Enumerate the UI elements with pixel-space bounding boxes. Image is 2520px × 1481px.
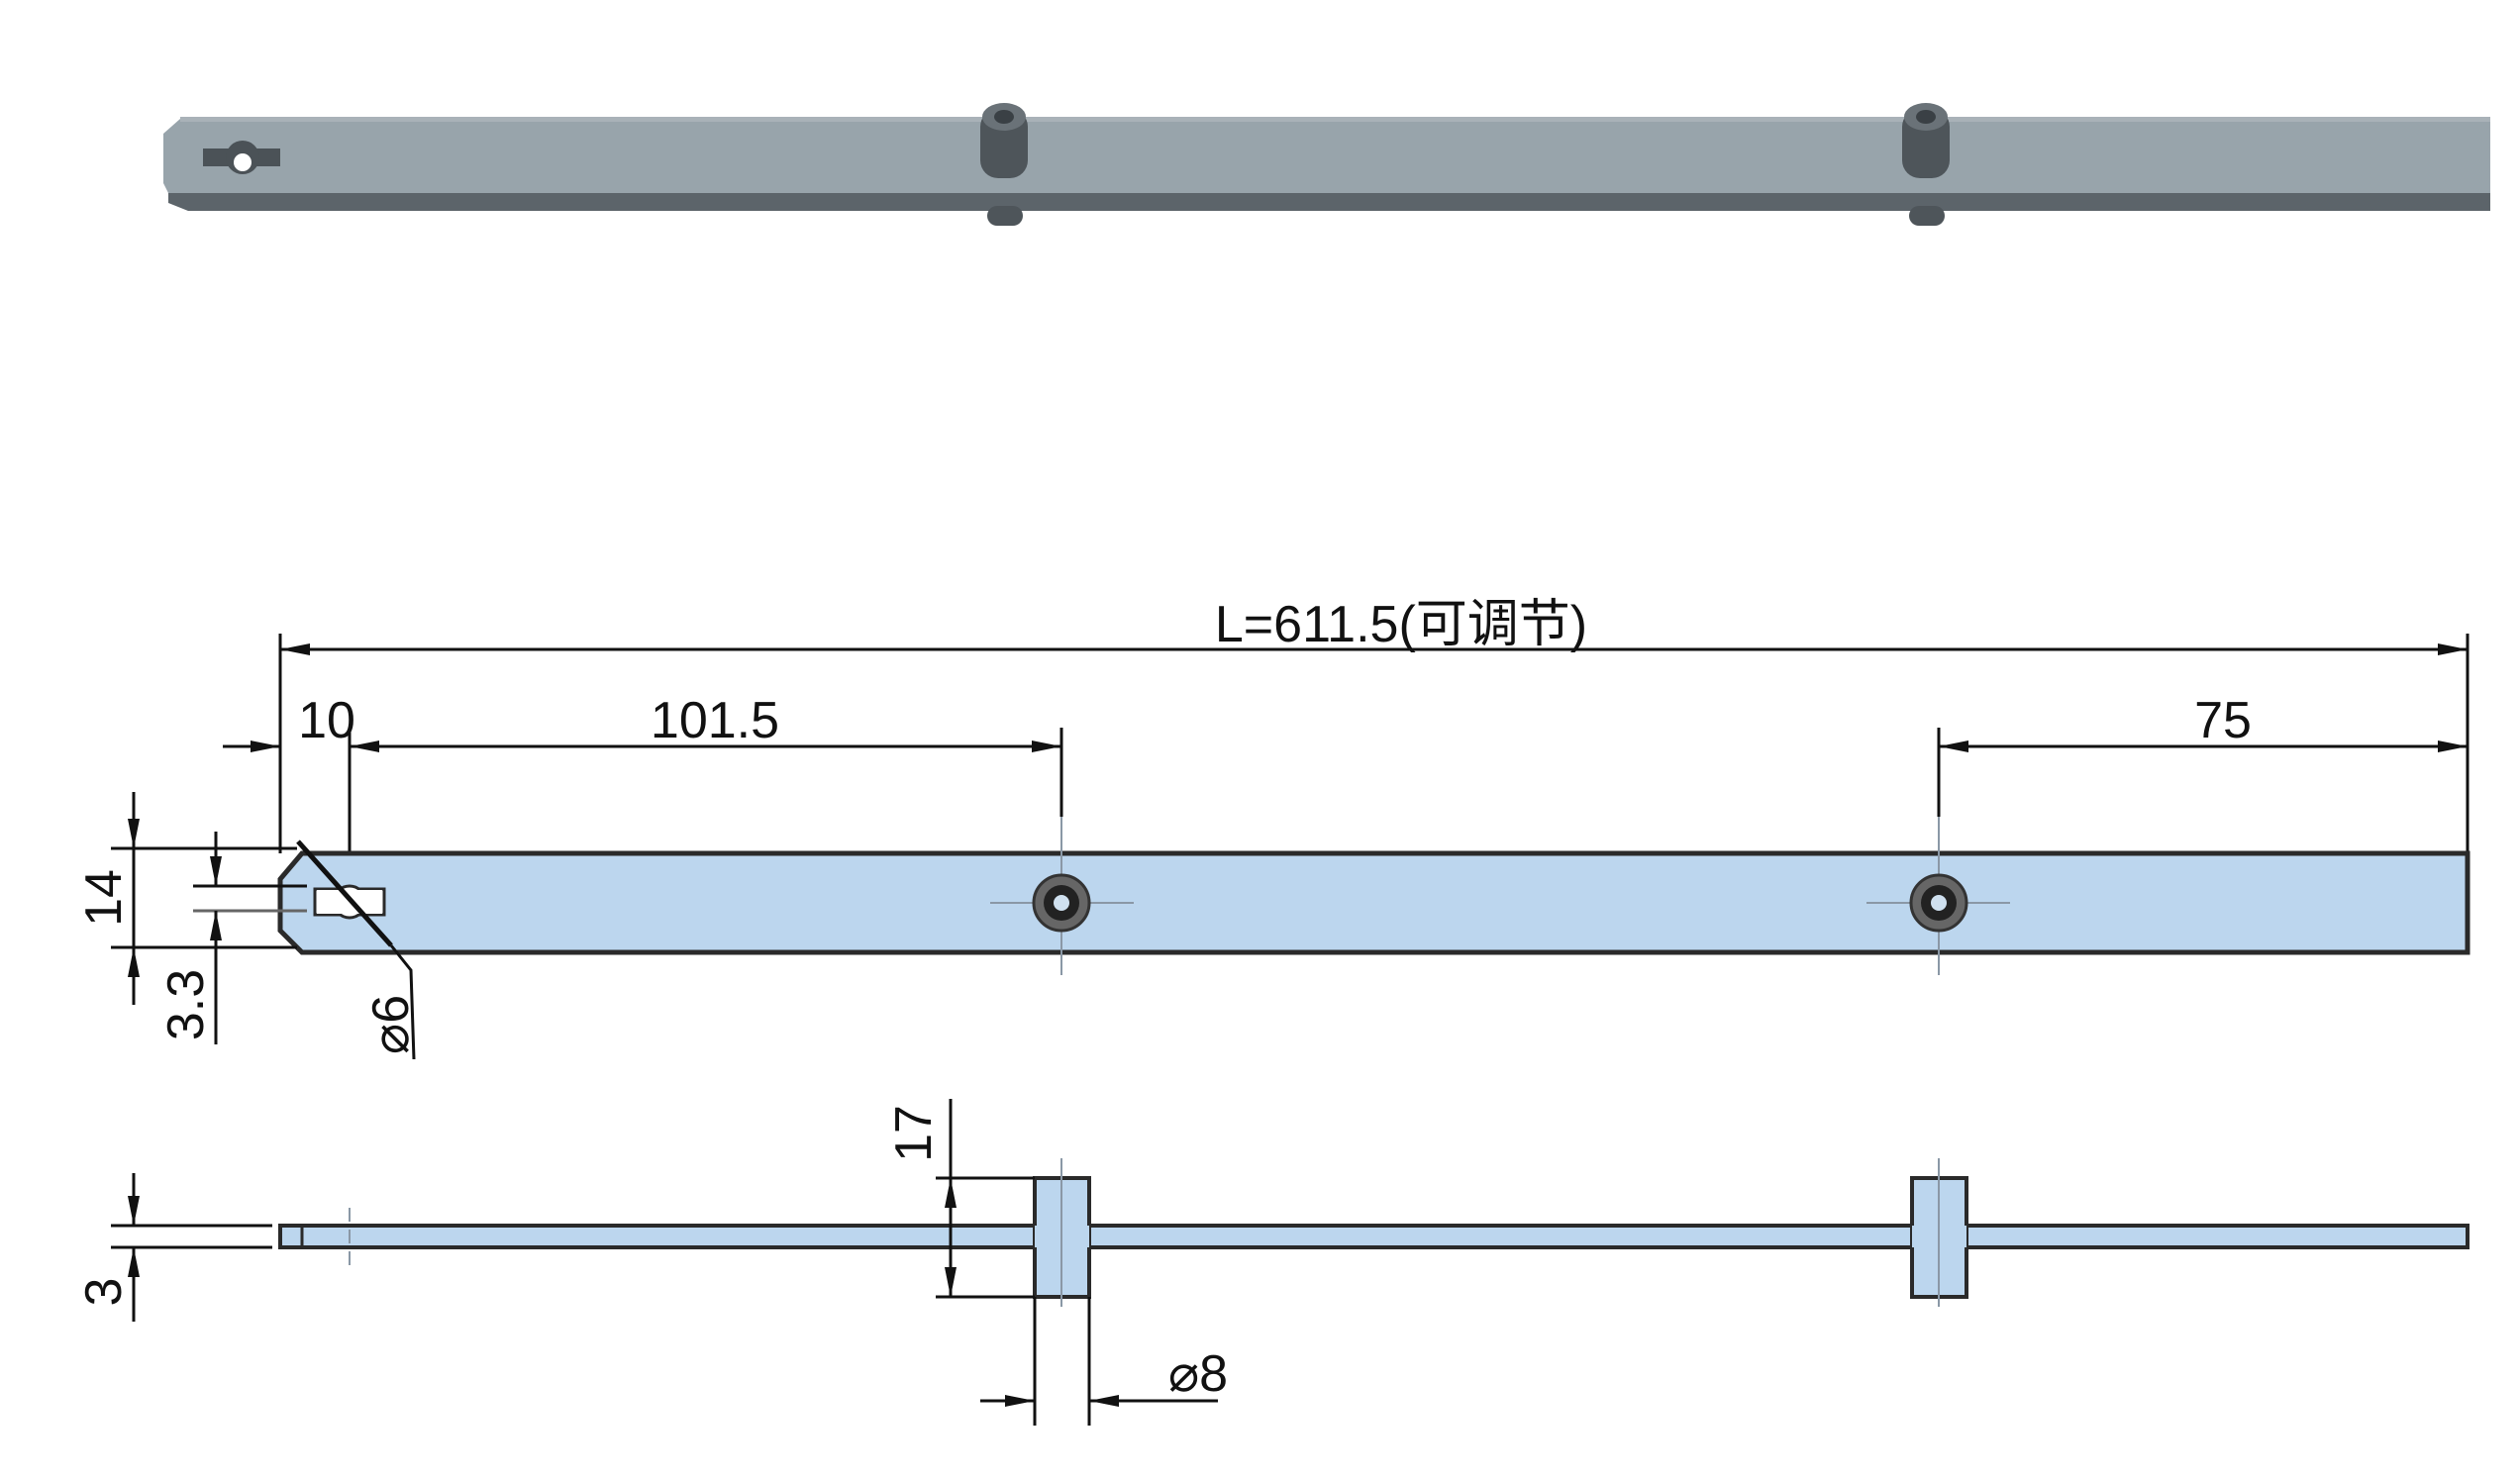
offset-dimensions xyxy=(223,728,2468,881)
iso-bar-top-edge xyxy=(180,117,2490,122)
post-diameter-label: ⌀8 xyxy=(1168,1345,1228,1403)
hole-diameter-label: ⌀6 xyxy=(362,995,420,1054)
hole-1 xyxy=(990,817,1134,975)
side-post-2 xyxy=(1910,1158,1968,1307)
iso-bar-side-face xyxy=(168,193,2490,211)
top-view-bar xyxy=(277,850,2470,955)
width-dimensions xyxy=(111,792,307,1044)
iso-bar-top-face xyxy=(163,119,2490,193)
iso-slot-hole xyxy=(203,141,280,174)
hole-2 xyxy=(1866,817,2010,975)
hole-leader-line xyxy=(296,839,393,947)
end-offset-label: 10 xyxy=(298,692,355,749)
first-post-label: 101.5 xyxy=(651,692,779,749)
hole-leader-tail xyxy=(389,944,416,1060)
iso-post-2 xyxy=(1902,103,1950,226)
top-view xyxy=(277,817,2470,1060)
side-post-1 xyxy=(1033,1158,1091,1307)
side-view xyxy=(278,1158,2470,1307)
overall-length-label: L=611.5(可调节) xyxy=(1215,596,1587,653)
post-height-label: 17 xyxy=(885,1105,943,1162)
side-dimensions xyxy=(111,1099,1218,1426)
side-view-bar xyxy=(278,1224,2470,1249)
last-post-label: 75 xyxy=(2194,692,2252,749)
thickness-label: 3 xyxy=(75,1278,133,1307)
isometric-view xyxy=(163,103,2490,226)
slot-offset-label: 3.3 xyxy=(157,969,215,1040)
width-label: 14 xyxy=(75,869,133,927)
overall-length-dimension xyxy=(278,634,2470,853)
iso-post-1 xyxy=(980,103,1028,226)
